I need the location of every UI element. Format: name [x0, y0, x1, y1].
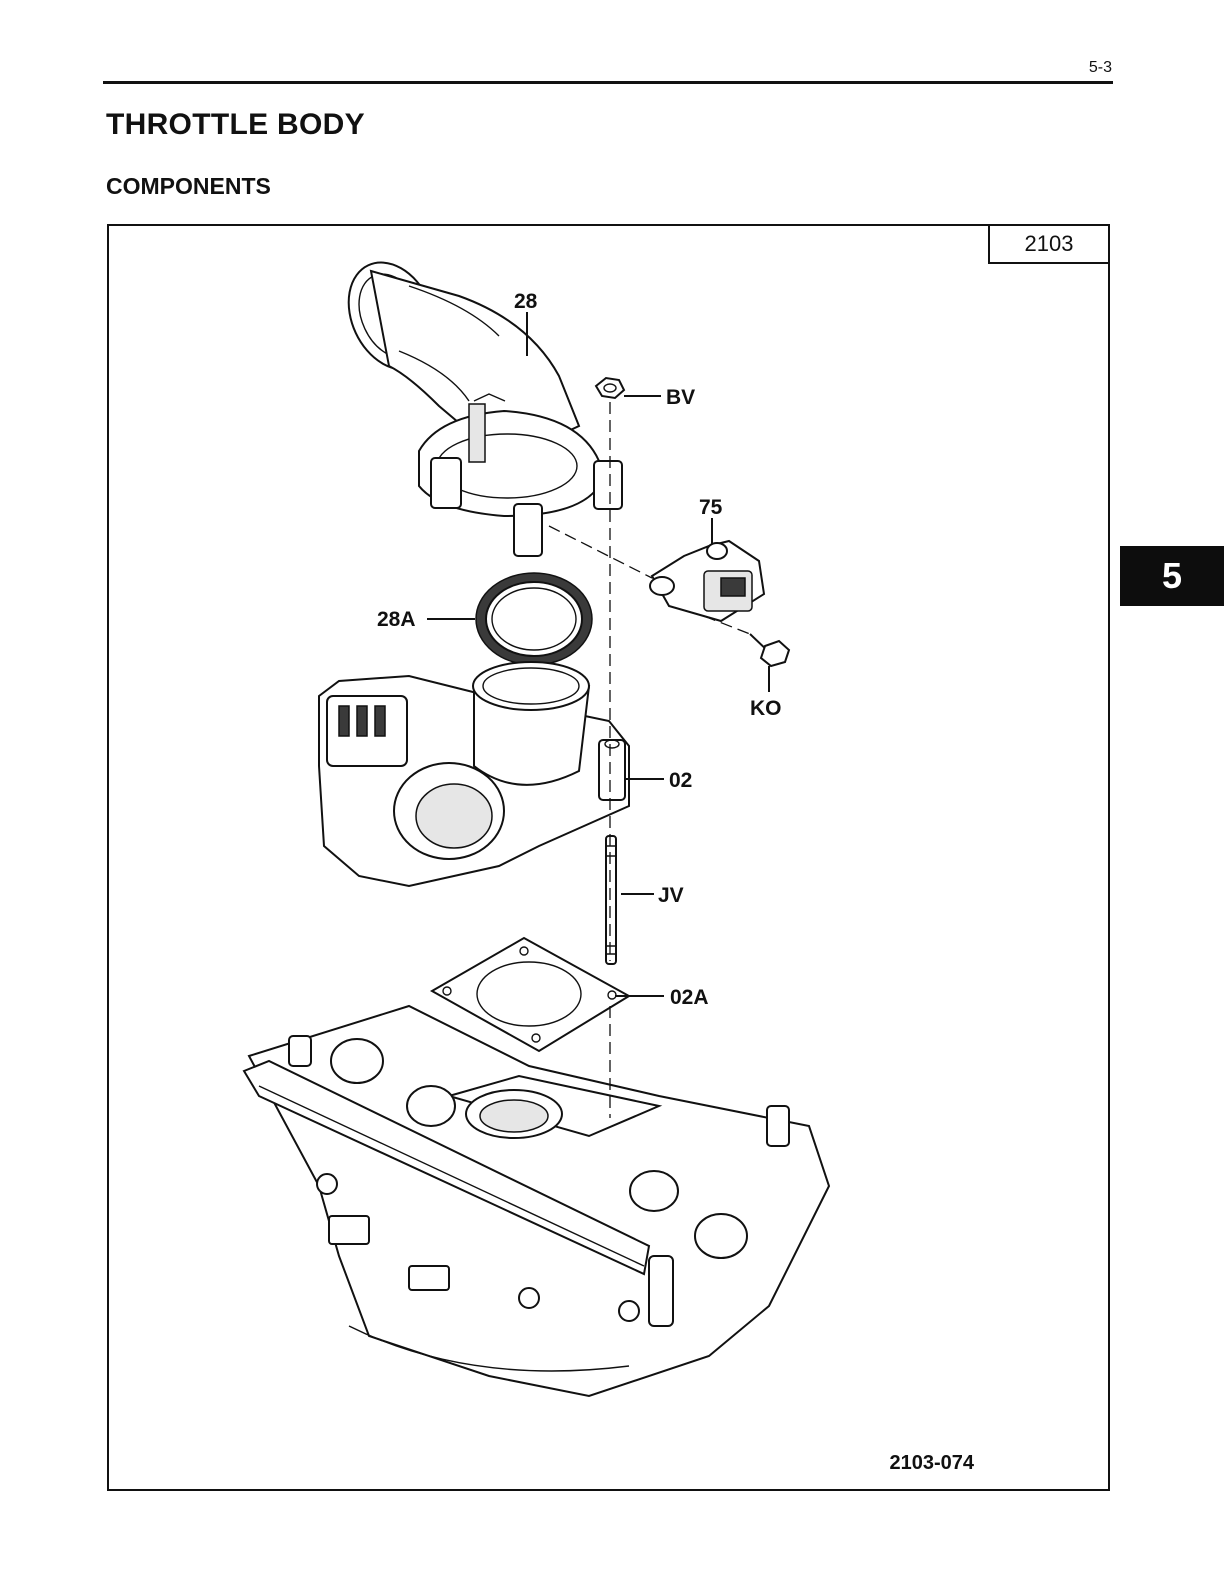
callout-jv: JV [658, 884, 684, 907]
intake-manifold [244, 1006, 829, 1396]
section-title: COMPONENTS [106, 173, 271, 200]
exploded-view-frame: 28 BV 75 28A KO 02 JV 02A 2103 2103-074 [107, 224, 1110, 1491]
throttle-body-exploded-diagram: 28 BV 75 28A KO 02 JV 02A [109, 226, 1112, 1493]
callout-75: 75 [699, 496, 723, 519]
chapter-tab: 5 [1120, 546, 1224, 606]
map-sensor [650, 541, 764, 621]
header-rule [103, 81, 1113, 84]
mounting-stud [606, 836, 616, 964]
callout-ko: KO [750, 697, 782, 720]
page-title: THROTTLE BODY [106, 108, 365, 142]
callout-28a: 28A [377, 608, 416, 631]
seal-ring [476, 573, 592, 665]
flange-nut [596, 378, 624, 398]
air-intake-elbow [332, 248, 622, 556]
throttle-body [319, 662, 629, 886]
callout-28: 28 [514, 290, 538, 313]
page-number: 5-3 [1089, 59, 1112, 77]
callout-02: 02 [669, 769, 692, 792]
figure-code-box: 2103 [988, 226, 1108, 264]
callout-bv: BV [666, 386, 695, 409]
sensor-bolt [750, 634, 789, 666]
callout-02a: 02A [670, 986, 709, 1009]
assembly-line-ko [704, 616, 750, 634]
figure-id: 2103-074 [889, 1452, 974, 1475]
assembly-line-75 [549, 526, 652, 578]
